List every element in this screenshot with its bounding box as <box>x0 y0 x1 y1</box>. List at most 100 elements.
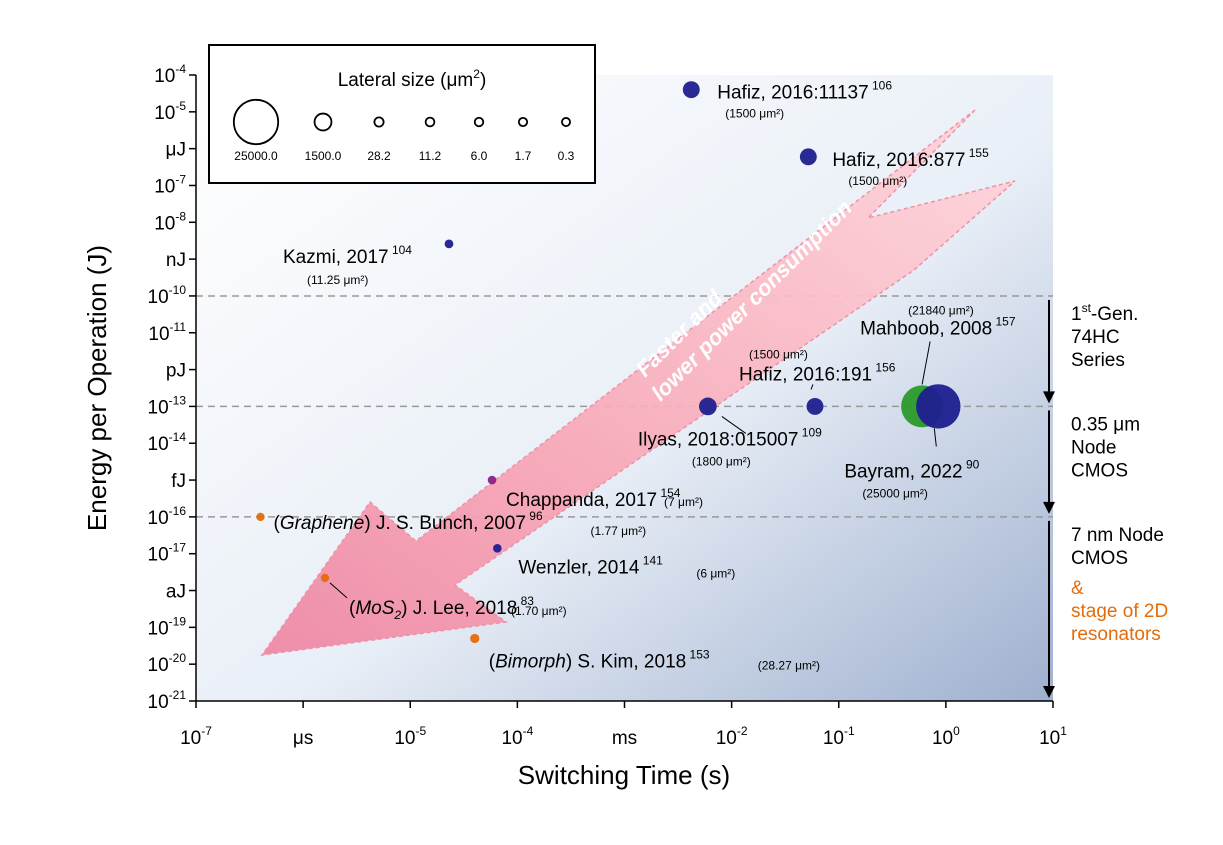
x-tick-exp-0: -7 <box>201 724 212 738</box>
point-label-8: (Graphene) J. S. Bunch, 2007 96 <box>273 509 542 534</box>
leader-line-5 <box>721 416 747 434</box>
point-label-6: Bayram, 2022 90 <box>844 457 979 482</box>
y-tick-exp-17: -21 <box>169 688 187 702</box>
point-10 <box>320 573 330 583</box>
region-2-orange-line-2: resonators <box>1071 624 1161 645</box>
x-tick-label-4: ms <box>612 728 637 749</box>
point-label-10: (MoS2) J. Lee, 2018 83 <box>349 594 534 622</box>
point-label-close-8: ) <box>364 513 370 534</box>
point-label-3: Mahboob, 2008 157 <box>860 314 1016 339</box>
y-tick-label-8: pJ <box>166 361 186 382</box>
leader-lines <box>329 341 937 599</box>
data-points <box>256 81 961 644</box>
x-tick-exp-2: -5 <box>415 724 426 738</box>
y-tick-base-6: 10 <box>148 287 169 308</box>
region-0-line-2: Series <box>1071 350 1125 371</box>
x-tick-exp-7: 0 <box>953 724 960 738</box>
legend-circle-6 <box>561 117 571 127</box>
x-tick-label-5: 10-2 <box>716 724 748 749</box>
y-tick-exp-9: -13 <box>169 393 187 407</box>
y-tick-label-6: 10-10 <box>148 283 187 308</box>
y-tick-exp-4: -8 <box>175 209 186 223</box>
legend-label-2: 28.2 <box>367 149 391 163</box>
y-tick-exp-7: -11 <box>170 320 187 334</box>
y-tick-label-4: 10-8 <box>154 209 186 234</box>
point-9 <box>493 544 502 553</box>
y-tick-base-0: 10 <box>154 66 175 87</box>
point-label-text-1: Hafiz, 2016:877 <box>832 150 965 171</box>
point-7 <box>487 475 497 485</box>
y-tick-base-3: 10 <box>154 176 175 197</box>
leader-line-4 <box>810 384 814 390</box>
point-label-1: Hafiz, 2016:877 155 <box>832 146 989 171</box>
region-2-orange-line-1: stage of 2D <box>1071 601 1168 622</box>
point-label-text-11: S. Kim, 2018 <box>577 651 686 672</box>
point-label-open-11: ( <box>489 651 496 672</box>
region-2-line-0: 7 nm Node <box>1071 525 1164 546</box>
point-5 <box>698 397 717 416</box>
y-tick-exp-12: -16 <box>169 504 187 518</box>
x-tick-label-6: 10-1 <box>823 724 855 749</box>
legend-label-1: 1500.0 <box>305 149 342 163</box>
y-tick-exp-16: -20 <box>169 651 187 665</box>
y-tick-label-17: 10-21 <box>148 688 187 713</box>
y-tick-label-10: 10-14 <box>148 430 187 455</box>
legend-label-4: 6.0 <box>471 149 488 163</box>
x-tick-base-6: 10 <box>823 728 844 749</box>
x-tick-exp-3: -4 <box>523 724 534 738</box>
point-label-5: Ilyas, 2018:015007 109 <box>638 425 822 450</box>
region-2-line-1-text: CMOS <box>1071 548 1128 569</box>
legend-label-5: 1.7 <box>515 149 532 163</box>
y-tick-label-14: aJ <box>166 582 186 603</box>
y-tick-base-12: 10 <box>148 508 169 529</box>
y-tick-label-0: 10-4 <box>154 62 186 87</box>
region-1-line-2: CMOS <box>1071 460 1128 481</box>
point-label-ref-3: 157 <box>992 314 1016 328</box>
y-tick-label-1: 10-5 <box>154 99 186 124</box>
point-label-2: Kazmi, 2017 104 <box>283 243 412 268</box>
point-label-ref-5: 109 <box>798 425 822 439</box>
leader-line-6 <box>933 428 937 447</box>
x-tick-base-5: 10 <box>716 728 737 749</box>
point-label-text-7: Chappanda, 2017 <box>506 490 657 511</box>
point-label-9: Wenzler, 2014 141 <box>518 553 663 578</box>
legend-circle-2 <box>373 116 385 128</box>
y-tick-base-7: 10 <box>148 324 169 345</box>
y-tick-label-3: 10-7 <box>154 172 186 197</box>
legend-label-0: 25000.0 <box>234 149 278 163</box>
y-tick-base-17: 10 <box>148 692 169 713</box>
point-1 <box>799 148 817 166</box>
x-tick-label-3: 10-4 <box>501 724 533 749</box>
region-2-orange-line-0: & <box>1071 578 1084 599</box>
trend-arrow <box>260 109 1016 656</box>
y-tick-exp-0: -4 <box>175 62 186 76</box>
point-size-note-8: (1.77 μm²) <box>590 524 646 538</box>
legend-circle-5 <box>517 116 529 128</box>
region-0-line-0-post: -Gen. <box>1091 304 1139 325</box>
point-label-open-8: ( <box>273 513 280 534</box>
region-arrow-head-0 <box>1043 391 1055 404</box>
point-label-prefix-10: MoS <box>355 598 394 619</box>
legend-circle-1 <box>313 112 333 132</box>
x-tick-base-7: 10 <box>932 728 953 749</box>
y-tick-label-5: nJ <box>166 250 186 271</box>
point-size-note-7: (7 μm²) <box>664 495 703 509</box>
region-0-line-0-sup: st <box>1082 301 1092 315</box>
region-0-line-0-text: 1 <box>1071 304 1082 325</box>
y-tick-exp-3: -7 <box>175 172 186 186</box>
region-1-line-1: Node <box>1071 437 1116 458</box>
y-tick-label-7: 10-11 <box>148 320 186 345</box>
point-label-text-9: Wenzler, 2014 <box>518 557 640 578</box>
point-label-ref-10: 83 <box>517 594 534 608</box>
x-tick-base-2: 10 <box>394 728 415 749</box>
point-size-note-2: (11.25 μm²) <box>307 273 368 287</box>
y-tick-label-16: 10-20 <box>148 651 187 676</box>
point-2 <box>444 239 454 249</box>
y-tick-exp-1: -5 <box>175 99 186 113</box>
legend-circle-0 <box>232 98 280 146</box>
y-tick-base-9: 10 <box>148 397 169 418</box>
y-tick-exp-10: -14 <box>169 430 187 444</box>
point-labels: Hafiz, 2016:11137 106(1500 μm²)Hafiz, 20… <box>273 79 1015 673</box>
